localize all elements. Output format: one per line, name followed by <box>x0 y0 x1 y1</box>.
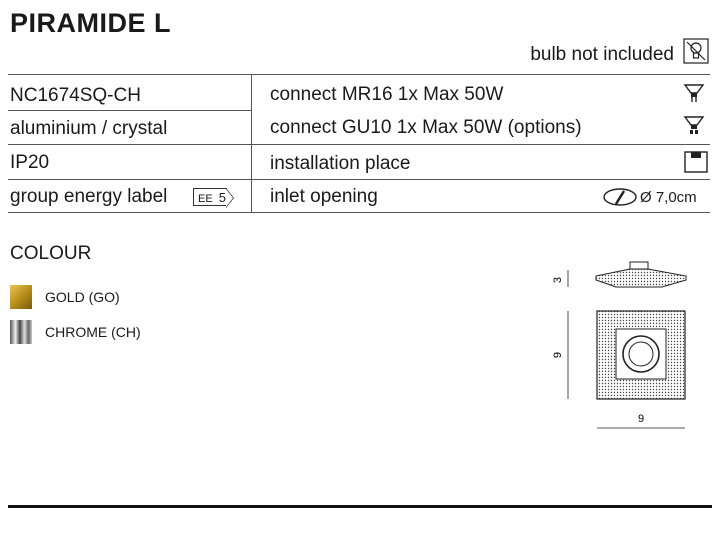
front-view <box>567 310 686 429</box>
inlet-opening: inlet opening <box>270 186 378 207</box>
energy-label-text: group energy label <box>10 186 168 207</box>
chrome-label: CHROME (CH) <box>45 324 141 340</box>
product-code: NC1674SQ-CH <box>10 85 141 106</box>
side-profile <box>567 261 687 288</box>
ceiling-installation-icon <box>684 151 708 173</box>
colour-heading: COLOUR <box>10 243 92 264</box>
table-rule <box>8 74 710 75</box>
table-rule-partial <box>8 110 251 111</box>
crossed-bulb-icon <box>683 38 709 64</box>
connect-mr16: connect MR16 1x Max 50W <box>270 84 504 105</box>
product-title: PIRAMIDE L <box>10 8 172 38</box>
table-rule <box>8 179 710 180</box>
material: aluminium / crystal <box>10 118 168 139</box>
height-dimension-label: 3 <box>552 277 564 283</box>
ip-rating: IP20 <box>10 152 50 173</box>
technical-drawing: 3 9 9 <box>552 261 687 429</box>
bulb-not-included-text: bulb not included <box>530 44 674 65</box>
inlet-opening-icon <box>603 188 637 206</box>
table-column-divider <box>251 74 252 212</box>
gu10-bulb-icon <box>683 116 705 134</box>
connect-gu10: connect GU10 1x Max 50W (options) <box>270 117 582 138</box>
width-dimension-label: 9 <box>638 413 644 425</box>
table-rule <box>8 212 710 213</box>
gold-swatch <box>10 285 32 309</box>
side-dimension-label: 9 <box>552 352 564 358</box>
energy-badge: EE 5 <box>193 188 227 206</box>
gold-label: GOLD (GO) <box>45 289 120 305</box>
installation-place: installation place <box>270 153 411 174</box>
table-rule <box>8 144 710 145</box>
chrome-swatch <box>10 320 32 344</box>
energy-badge-prefix: EE <box>198 193 213 205</box>
bottom-rule <box>8 505 712 508</box>
mr16-bulb-icon <box>683 84 705 102</box>
inlet-value: Ø 7,0cm <box>640 189 697 206</box>
energy-badge-arrow-fill <box>226 189 233 207</box>
energy-badge-value: 5 <box>218 190 226 205</box>
